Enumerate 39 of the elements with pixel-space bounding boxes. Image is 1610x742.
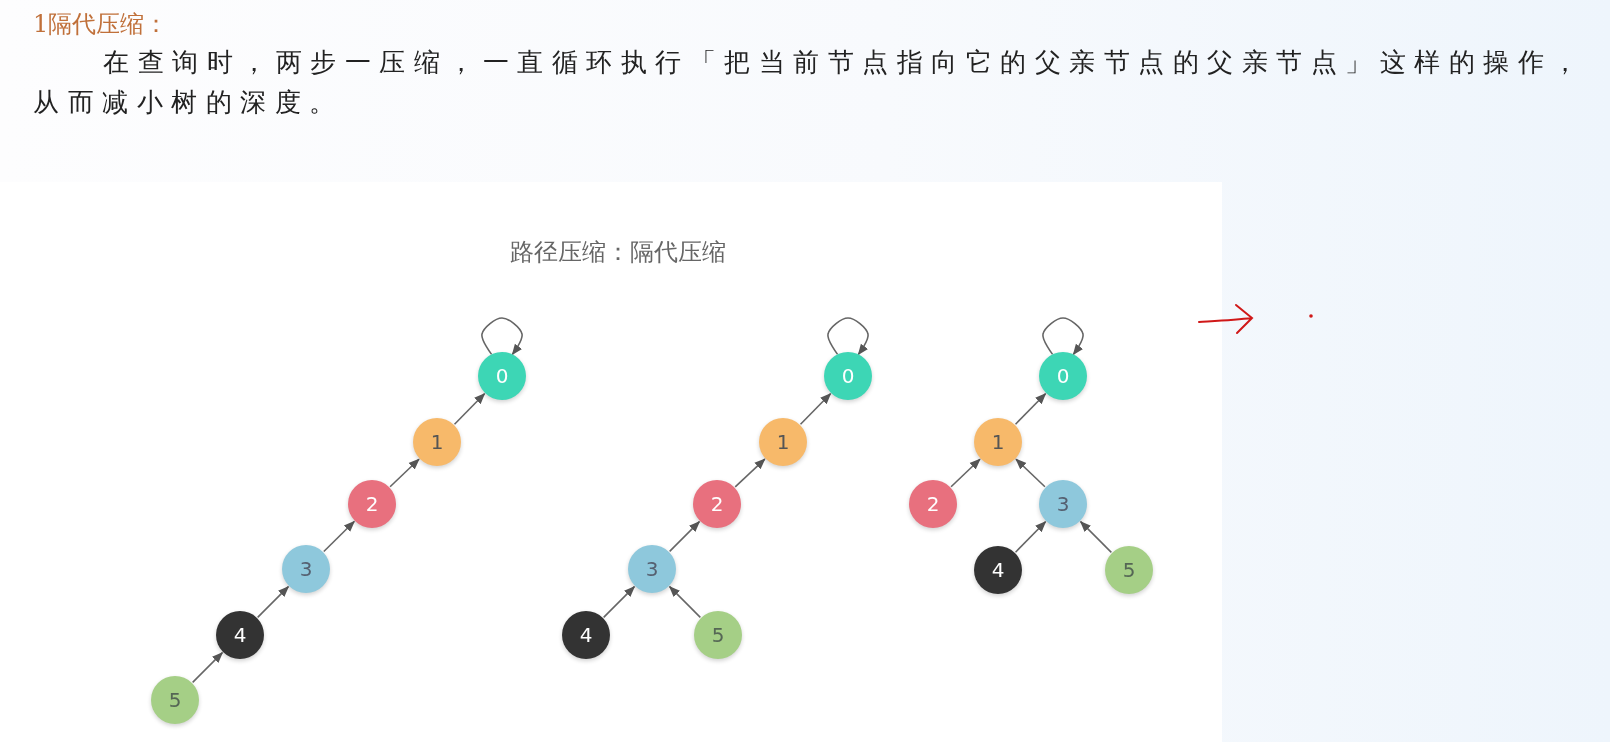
node-label: 4 (579, 625, 593, 645)
self-loop-arrow (827, 317, 869, 356)
node-label: 1 (991, 432, 1005, 452)
node-label: 4 (233, 625, 247, 645)
node-label: 4 (991, 560, 1005, 580)
self-loop-arrow (481, 317, 523, 356)
node-label: 0 (841, 366, 855, 386)
node-label: 5 (168, 690, 182, 710)
arrow (799, 393, 832, 425)
node-label: 2 (365, 494, 379, 514)
node-label: 3 (299, 559, 313, 579)
self-loop-arrow (1042, 317, 1084, 356)
node-label: 2 (710, 494, 724, 514)
arrow (1015, 458, 1046, 488)
node-label: 5 (1122, 560, 1136, 580)
arrow (668, 520, 701, 553)
node-label: 5 (711, 625, 725, 645)
arrow (668, 585, 702, 619)
paragraph: 在查询时，两步一压缩，一直循环执行「把当前节点指向它的父亲节点的父亲节点」这样的操作，从而减小树的深度。 (33, 46, 1588, 119)
figure-title: 路径压缩：隔代压缩 (510, 237, 726, 268)
arrow (323, 520, 355, 553)
node-label: 3 (1056, 494, 1070, 514)
arrow (256, 585, 290, 619)
arrow (191, 651, 224, 684)
arrow (453, 393, 486, 425)
arrow (1014, 521, 1047, 553)
arrow (602, 585, 636, 619)
arrow (1014, 393, 1047, 425)
arrow (734, 458, 766, 488)
arrow (950, 458, 981, 488)
heading: 1隔代压缩： (33, 9, 169, 40)
node-label: 0 (1056, 366, 1070, 386)
node-label: 1 (430, 432, 444, 452)
node-label: 2 (926, 494, 940, 514)
arrow (1079, 520, 1113, 554)
arrow (389, 458, 420, 488)
node-label: 0 (495, 366, 509, 386)
node-label: 1 (776, 432, 790, 452)
node-label: 3 (645, 559, 659, 579)
